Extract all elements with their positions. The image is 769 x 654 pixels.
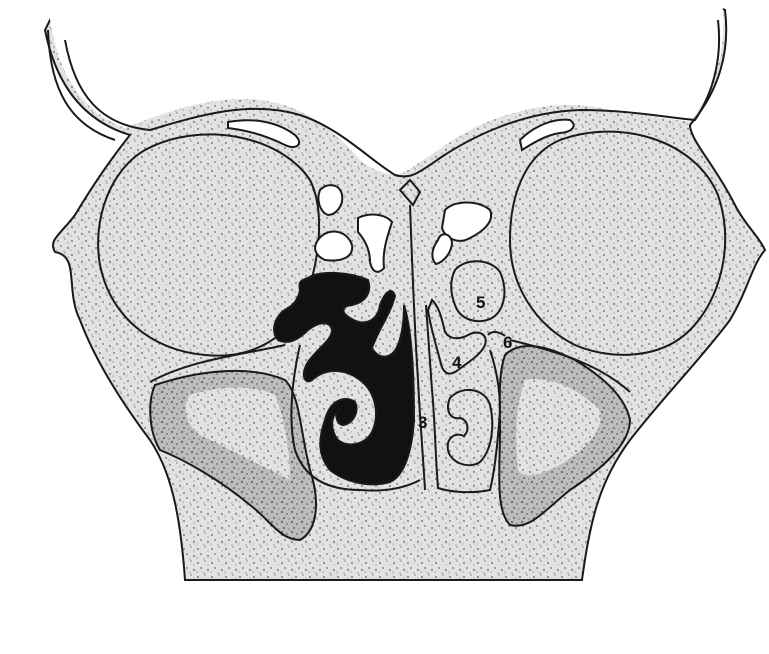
label-5: 5 (476, 293, 485, 312)
label-6: 6 (503, 333, 512, 352)
label-3: 3 (418, 413, 427, 432)
right-orbit (510, 132, 725, 355)
cell-5 (451, 261, 504, 321)
left-ethmoid-cell-2 (315, 232, 352, 261)
label-4: 4 (452, 353, 462, 372)
